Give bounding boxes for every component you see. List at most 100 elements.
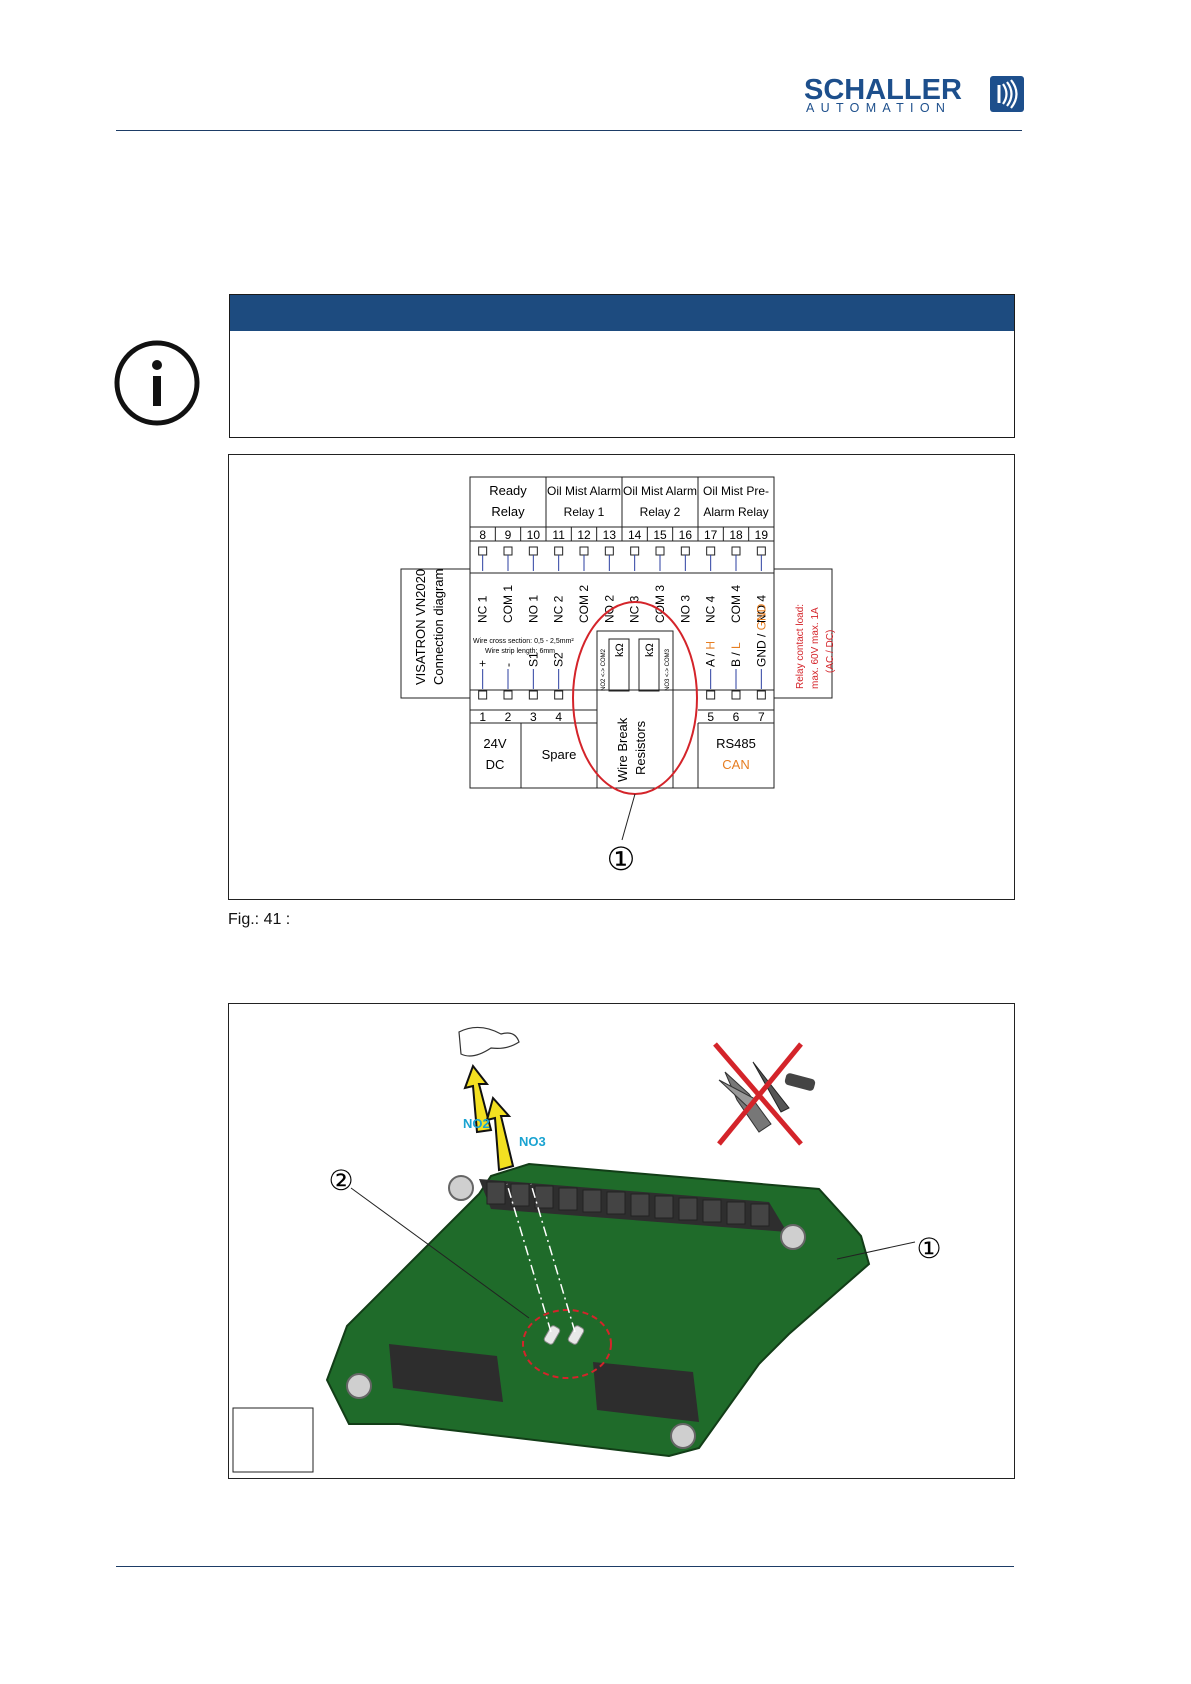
terminal-screw-icon (554, 546, 564, 556)
top-terminal-label: NO 3 (678, 595, 692, 623)
group-title-alarm2-2: Relay 2 (640, 505, 681, 519)
info-note-header-bar (230, 295, 1014, 331)
top-terminal-number: 9 (505, 528, 512, 542)
resistor-unit-no2: kΩ (614, 643, 626, 657)
corner-label-box (232, 1407, 314, 1473)
terminal-screw-icon (554, 690, 564, 700)
top-terminal-label: NO 4 (754, 595, 768, 623)
top-terminal-label: COM 4 (729, 585, 743, 623)
top-terminal-label: NO 2 (602, 595, 616, 623)
terminal-screw-icon (503, 690, 513, 700)
top-terminal-label: COM 1 (501, 585, 515, 623)
top-terminal-number: 14 (628, 528, 642, 542)
can-group-label: CAN (722, 757, 749, 772)
resistor-box-no3 (638, 638, 660, 692)
power-group-line2: DC (486, 757, 505, 772)
terminal-screw-icon (503, 546, 513, 556)
group-title-alarm1-1: Oil Mist Alarm (547, 484, 621, 498)
resistor-highlight-ellipse (522, 1309, 612, 1379)
bottom-terminal-label: S1 (526, 652, 540, 667)
terminal-cell (678, 1197, 698, 1221)
top-terminal-label: COM 3 (653, 585, 667, 623)
resistor-caption-line1: Wire Break (615, 717, 630, 782)
resistor-no2 (543, 1325, 561, 1345)
terminal-screw-icon (731, 690, 741, 700)
arrow-label-no3: NO3 (519, 1134, 546, 1149)
power-group-line1: 24V (483, 736, 506, 751)
terminal-screw-icon (756, 546, 766, 556)
resistor-label-no3: NO3 <-> COM3 (665, 648, 671, 691)
arrow-label-no2: NO2 (463, 1116, 490, 1131)
bottom-terminal-label: - (501, 663, 515, 667)
bottom-terminal-label: + (476, 660, 490, 667)
resistor-unit-no3: kΩ (644, 643, 656, 657)
bottom-terminal-number: 7 (758, 710, 765, 724)
bottom-terminal-number: 5 (707, 710, 714, 724)
side-title-line2: Connection diagram (431, 569, 446, 685)
top-terminal-number: 8 (479, 528, 486, 542)
top-terminal-number: 13 (603, 528, 617, 542)
logo-wave-icon (990, 76, 1024, 112)
side-title-line1: VISATRON VN2020 (413, 569, 428, 685)
terminal-cell (606, 1191, 626, 1215)
bottom-terminal-label: GND / GND (754, 603, 768, 667)
pcb-illustration-figure: NO2 NO3 ② ① (228, 1003, 1015, 1479)
top-terminal-number: 16 (679, 528, 693, 542)
callout-leader-line (621, 793, 636, 841)
group-title-alarm1-2: Relay 1 (564, 505, 605, 519)
screw-icon (448, 1175, 474, 1201)
power-terminal-connector (389, 1344, 503, 1402)
relay-load-line1: Relay contact load: (795, 604, 806, 689)
callout-1-leader-line (836, 1241, 916, 1260)
bottom-terminal-label: B / L (729, 642, 743, 667)
extraction-path-no2 (506, 1183, 552, 1333)
arrow-up-no3-icon (485, 1095, 515, 1172)
callout-1: ① (607, 841, 636, 877)
terminal-screw-icon (604, 546, 614, 556)
screw-icon (670, 1423, 696, 1449)
rs485-group-label: RS485 (716, 736, 756, 751)
logo-subline: AUTOMATION (806, 101, 952, 115)
terminal-screw-icon (706, 546, 716, 556)
terminal-screw-icon (655, 546, 665, 556)
top-terminal-label: NC 1 (476, 595, 490, 623)
info-note-box (229, 294, 1015, 438)
group-title-prealarm-1: Oil Mist Pre- (703, 484, 769, 498)
relay-load-panel (773, 568, 833, 699)
group-title-alarm2-1: Oil Mist Alarm (623, 484, 697, 498)
top-terminal-label: NC 4 (704, 595, 718, 623)
terminal-cell (750, 1203, 770, 1227)
terminal-screw-icon (478, 546, 488, 556)
schaller-logo: SCHALLER AUTOMATION (804, 74, 1024, 116)
terminal-screw-icon (680, 546, 690, 556)
top-terminal-label: NC 3 (628, 595, 642, 623)
header-rule (116, 130, 1022, 131)
terminal-screw-icon (731, 546, 741, 556)
rs485-terminal-connector (593, 1362, 699, 1422)
resistor-caption-line2: Resistors (633, 720, 648, 775)
top-terminal-number: 11 (552, 528, 565, 542)
top-terminal-number: 18 (729, 528, 743, 542)
resistor-no3 (567, 1325, 585, 1345)
hand-icon (458, 1026, 520, 1057)
spare-group-label: Spare (542, 747, 577, 762)
callout-2-leader-line (350, 1187, 530, 1319)
terminal-screw-icon (756, 690, 766, 700)
top-terminal-number: 12 (577, 528, 591, 542)
bottom-terminal-label: S2 (552, 652, 566, 667)
terminal-cell (558, 1187, 578, 1211)
terminal-screw-icon (528, 546, 538, 556)
callout-2: ② (328, 1165, 353, 1196)
top-terminal-label: NC 2 (552, 595, 566, 623)
terminal-cell (582, 1189, 602, 1213)
wire-strip-length-note: Wire strip length: 6mm (485, 648, 555, 655)
screw-icon (346, 1373, 372, 1399)
terminal-cell (702, 1199, 722, 1223)
terminal-screw-icon (706, 690, 716, 700)
terminal-cell (630, 1193, 650, 1217)
top-terminal-number: 17 (704, 528, 718, 542)
terminal-cell (726, 1201, 746, 1225)
resistor-box-no2 (608, 638, 630, 692)
resistor-label-no2: NO2 <-> COM2 (601, 648, 607, 691)
